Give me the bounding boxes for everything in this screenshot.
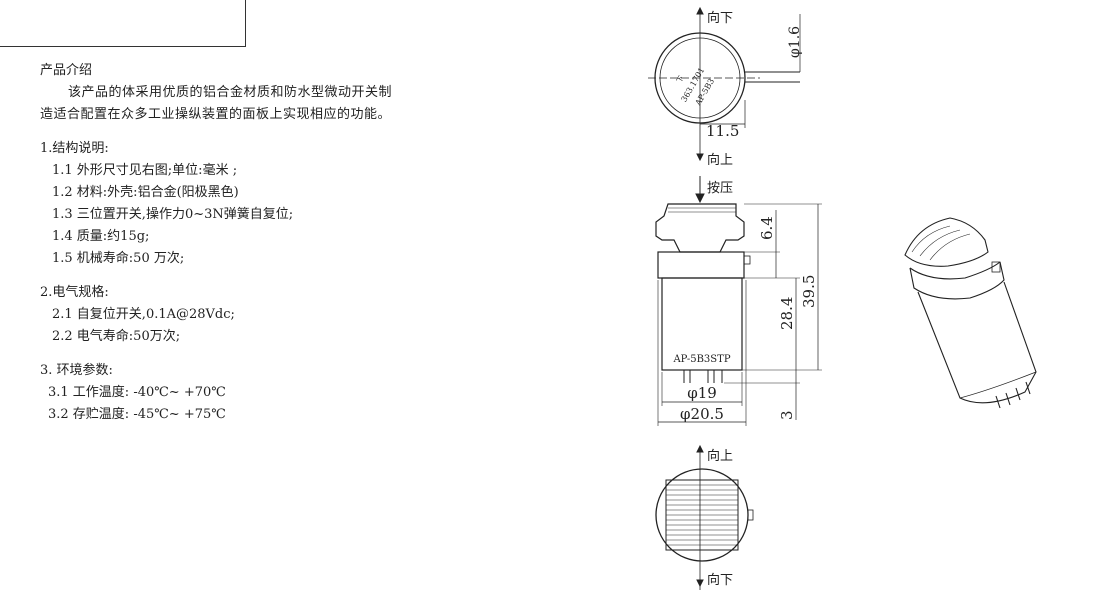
direction-label-down: 向下	[707, 572, 733, 588]
collar	[657, 251, 745, 279]
iso-collar	[909, 261, 1005, 300]
electrical-section: 2.电气规格: 2.1 自复位开关,0.1A@28Vdc; 2.2 电气寿命:5…	[40, 282, 400, 348]
dimension-cap-height: 6.4	[758, 216, 776, 240]
iso-cap	[904, 217, 989, 267]
environment-item: 3.2 存贮温度: -45℃~ +75℃	[48, 407, 226, 422]
press-label: 按压	[707, 181, 733, 196]
dimension-inner-diameter: φ19	[687, 384, 717, 402]
environment-title: 3. 环境参数:	[40, 363, 113, 378]
environment-section: 3. 环境参数: 3.1 工作温度: -40℃~ +70℃ 3.2 存贮温度: …	[40, 360, 400, 426]
arrow-down-icon	[696, 153, 704, 162]
dimension-body-height: 28.4	[778, 297, 796, 330]
model-label: AP-5B3STP	[672, 354, 730, 365]
arrow-up-icon	[696, 6, 704, 15]
intro-paragraph: 该产品的体采用优质的铝合金材质和防水型微动开关制造适合配置在众多工业操纵装置的面…	[40, 85, 393, 122]
knurl-pattern	[665, 479, 739, 551]
top-view-inner-circle	[659, 37, 741, 119]
structure-item: 1.3 三位置开关,操作力0~3N弹簧自复位;	[52, 207, 294, 222]
arrow-up-icon	[696, 444, 704, 453]
arrow-down-icon	[695, 193, 705, 204]
iso-body-bottom	[959, 371, 1037, 399]
iso-collar-top	[909, 261, 1001, 280]
electrical-item: 2.1 自复位开关,0.1A@28Vdc;	[52, 307, 235, 322]
intro-title: 产品介绍	[40, 63, 93, 78]
structure-item: 1.2 材料:外壳:铝合金(阳极黑色)	[52, 185, 239, 200]
top-view-outer-circle	[654, 32, 746, 124]
top-view-marking: 下 363.1701 AP-5B3	[675, 66, 716, 108]
electrical-item: 2.2 电气寿命:50万次;	[52, 329, 181, 344]
direction-label-up: 向上	[707, 448, 733, 464]
structure-section: 1.结构说明: 1.1 外形尺寸见右图;单位:毫米 ; 1.2 材料:外壳:铝合…	[40, 138, 400, 270]
iso-cap-ridge	[911, 225, 951, 253]
side-tab	[743, 255, 751, 265]
dimension-pin-length: 3	[778, 410, 796, 420]
iso-pin	[1015, 387, 1021, 401]
direction-label-up: 向上	[707, 152, 733, 168]
isometric-view	[904, 217, 1037, 409]
cap-outline	[655, 203, 745, 253]
spec-text-column: 产品介绍 该产品的体采用优质的铝合金材质和防水型微动开关制造适合配置在众多工业操…	[40, 60, 400, 426]
dimension-total-height: 39.5	[800, 275, 818, 308]
structure-item: 1.5 机械寿命:50 万次;	[52, 251, 185, 266]
bottom-view: 向上 向下	[655, 444, 754, 590]
side-view: 按压 AP-5B3STP 6.4 28.4 39.5 3	[655, 176, 822, 426]
main-body	[661, 277, 743, 371]
environment-item: 3.1 工作温度: -40℃~ +70℃	[48, 385, 226, 400]
dimension-offset: 11.5	[706, 122, 739, 140]
direction-label-down: 向下	[707, 10, 733, 26]
iso-cap-ridge	[929, 233, 971, 261]
dimension-cable-diameter: φ1.6	[787, 26, 803, 58]
marking-line: 下	[675, 74, 685, 84]
arrow-down-icon	[696, 579, 704, 588]
dimension-outer-diameter: φ20.5	[680, 405, 724, 423]
iso-pin	[1025, 381, 1031, 395]
iso-pin	[1005, 392, 1011, 406]
iso-cap-ridge	[919, 229, 961, 257]
iso-body	[917, 281, 1037, 404]
bottom-view-tab	[747, 509, 754, 521]
iso-tab	[991, 261, 1001, 273]
electrical-title: 2.电气规格:	[40, 285, 109, 300]
structure-item: 1.4 质量:约15g;	[52, 229, 150, 244]
structure-item: 1.1 外形尺寸见右图;单位:毫米 ;	[52, 163, 238, 178]
header-frame-box	[0, 0, 246, 47]
structure-title: 1.结构说明:	[40, 141, 109, 156]
top-view: 向下 向上 φ1.6 11.5 下 363.1701 AP-5B3	[648, 6, 803, 168]
iso-pin	[995, 395, 1001, 409]
